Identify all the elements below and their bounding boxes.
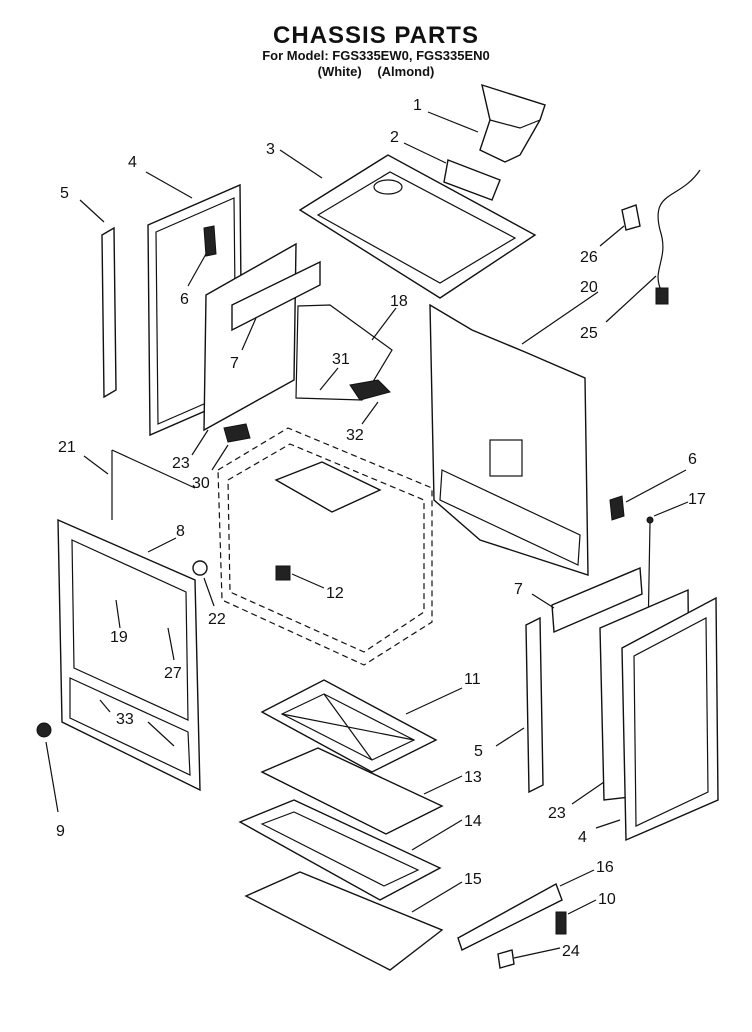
callout-22: 22 (208, 611, 226, 628)
part-14-broiler-pan (238, 799, 442, 901)
callout-19: 19 (110, 629, 128, 646)
callout-20: 20 (580, 279, 598, 296)
variant-almond: (Almond) (377, 64, 435, 79)
variant-white: (White) (317, 64, 362, 79)
callout-26: 26 (580, 249, 598, 266)
part-6-clip (203, 225, 217, 257)
part-22-knob (192, 560, 208, 576)
part-24-clip (497, 949, 515, 969)
callout-25: 25 (580, 325, 598, 342)
callout-12: 12 (326, 585, 344, 602)
callout-7b: 7 (514, 581, 523, 598)
callout-31: 31 (332, 351, 350, 368)
callout-3: 3 (266, 141, 275, 158)
part-11-burner-tray (260, 679, 438, 773)
callout-5b: 5 (474, 743, 483, 760)
callout-labels: 1 2 3 4 5 6 7 18 31 32 23 30 20 25 26 21… (56, 97, 706, 960)
part-12-igniter (275, 565, 291, 581)
callout-13: 13 (464, 769, 482, 786)
callout-6b: 6 (688, 451, 697, 468)
part-25-power-cord (655, 169, 701, 305)
color-variants: (White) (Almond) (0, 64, 752, 79)
oven-liner (217, 427, 433, 666)
callout-4b: 4 (578, 829, 587, 846)
part-2-bracket (443, 159, 501, 201)
part-5-right-rail (525, 616, 544, 794)
callout-5: 5 (60, 185, 69, 202)
callout-7: 7 (230, 355, 239, 372)
part-7-insulation-panel (203, 242, 321, 432)
callout-30: 30 (192, 475, 210, 492)
callout-21: 21 (58, 439, 76, 456)
part-7-insulation-right (551, 566, 643, 634)
callout-33: 33 (116, 711, 134, 728)
callout-1: 1 (413, 97, 422, 114)
callout-6: 6 (180, 291, 189, 308)
callout-18: 18 (390, 293, 408, 310)
part-26-clip (621, 204, 641, 231)
part-10-spring (555, 911, 567, 935)
callout-4: 4 (128, 154, 137, 171)
callout-8: 8 (176, 523, 185, 540)
callout-11: 11 (464, 671, 481, 688)
callout-2: 2 (390, 129, 399, 146)
part-30-bracket (223, 423, 251, 443)
part-8-front-frame (57, 518, 201, 792)
part-15-bottom-panel (244, 871, 444, 971)
part-21-gasket-strip (111, 449, 196, 520)
part-13-rack (260, 747, 444, 835)
model-subtitle: For Model: FGS335EW0, FGS335EN0 (262, 48, 490, 63)
callout-9: 9 (56, 823, 65, 840)
part-5-left-rail (101, 226, 117, 399)
part-32-bracket (349, 379, 391, 401)
callout-16: 16 (596, 859, 614, 876)
callout-32: 32 (346, 427, 364, 444)
callout-23: 23 (172, 455, 190, 472)
part-4-right-side-panel (599, 588, 719, 842)
callout-10: 10 (598, 891, 616, 908)
part-6-clip-right (609, 495, 625, 521)
callout-15: 15 (464, 871, 482, 888)
callout-14: 14 (464, 813, 482, 830)
callout-17: 17 (688, 491, 706, 508)
callout-23b: 23 (548, 805, 566, 822)
part-16-rail (457, 882, 563, 951)
part-20-back-panel (429, 303, 589, 576)
page-title: CHASSIS PARTS (273, 22, 479, 49)
part-18-gasket (295, 304, 393, 401)
part-9-valve (36, 722, 52, 738)
callout-27: 27 (164, 665, 182, 682)
part-3-top-panel (298, 154, 537, 299)
part-1-vent-duct (479, 83, 546, 163)
callout-24: 24 (562, 943, 580, 960)
leader-lines (45, 111, 689, 959)
